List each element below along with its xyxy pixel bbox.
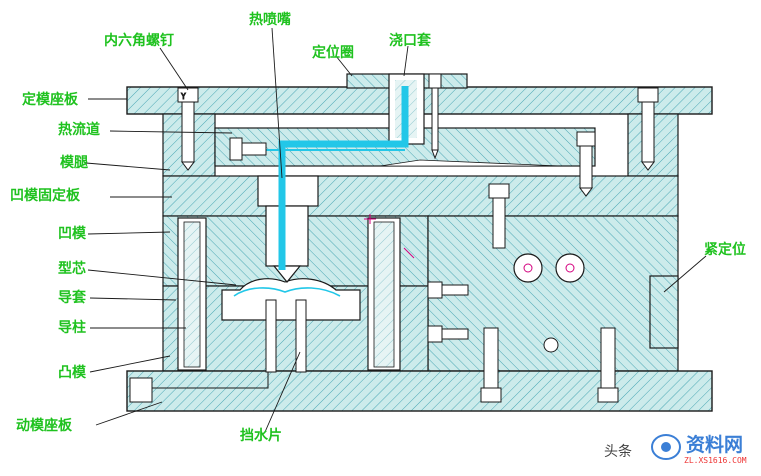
screw-retainer [488, 183, 510, 249]
label-moving-clamp-plate: 动模座板 [16, 417, 73, 434]
center-mark [364, 214, 415, 259]
label-hot-nozzle: 热喷嘴 [249, 11, 291, 28]
watermark: 头条 资料网 ZL.XS1616.COM [604, 433, 747, 465]
label-hex-socket-screw: 内六角螺钉 [104, 32, 174, 49]
label-baffle: 挡水片 [240, 427, 282, 444]
label-hot-runner: 热流道 [58, 121, 100, 138]
moving-clamp-plate [126, 370, 713, 412]
screw-bottom-mid [480, 327, 502, 403]
screw-sprue [428, 73, 442, 160]
cooling-channel [129, 372, 269, 403]
label-mold-leg: 模腿 [60, 154, 88, 171]
cavity-retainer-plate [162, 175, 679, 217]
locking-block [649, 275, 679, 349]
screw-manifold-right [576, 131, 596, 197]
dowel-pins [513, 253, 585, 353]
label-guide-bushing: 导套 [58, 289, 86, 306]
watermark-brand: 资料网 [686, 433, 743, 456]
watermark-logo-icon [651, 434, 681, 460]
guide-pillar-right [367, 217, 401, 371]
label-locking-block: 紧定位 [704, 241, 746, 258]
screw-top-right [637, 87, 659, 171]
guide-pillar-left [177, 217, 207, 371]
label-cavity-retainer-plate: 凹模固定板 [10, 187, 81, 204]
svg-text:Y: Y [181, 92, 186, 101]
screw-side-lower [427, 325, 469, 343]
label-fixed-clamp-plate: 定模座板 [22, 91, 79, 108]
leader-lines [85, 27, 707, 433]
label-guide-pillar: 导柱 [58, 319, 86, 336]
label-cavity: 凹模 [58, 225, 87, 242]
baffle [265, 299, 307, 373]
cavity-plate [162, 215, 679, 372]
screws: Y [177, 73, 659, 403]
watermark-prefix: 头条 [604, 443, 632, 460]
screw-bottom-right [597, 327, 619, 403]
watermark-url: ZL.XS1616.COM [684, 456, 747, 465]
label-locating-ring: 定位圈 [312, 44, 354, 61]
label-sprue-bushing: 浇口套 [389, 32, 431, 49]
label-core: 型芯 [58, 260, 86, 277]
screw-manifold-left [229, 137, 267, 161]
labels: 内六角螺钉 热喷嘴 定位圈 浇口套 定模座板 热流道 模腿 凹模固定板 凹模 型… [10, 11, 746, 444]
screw-side-upper [427, 281, 469, 299]
label-punch: 凸模 [58, 364, 87, 381]
